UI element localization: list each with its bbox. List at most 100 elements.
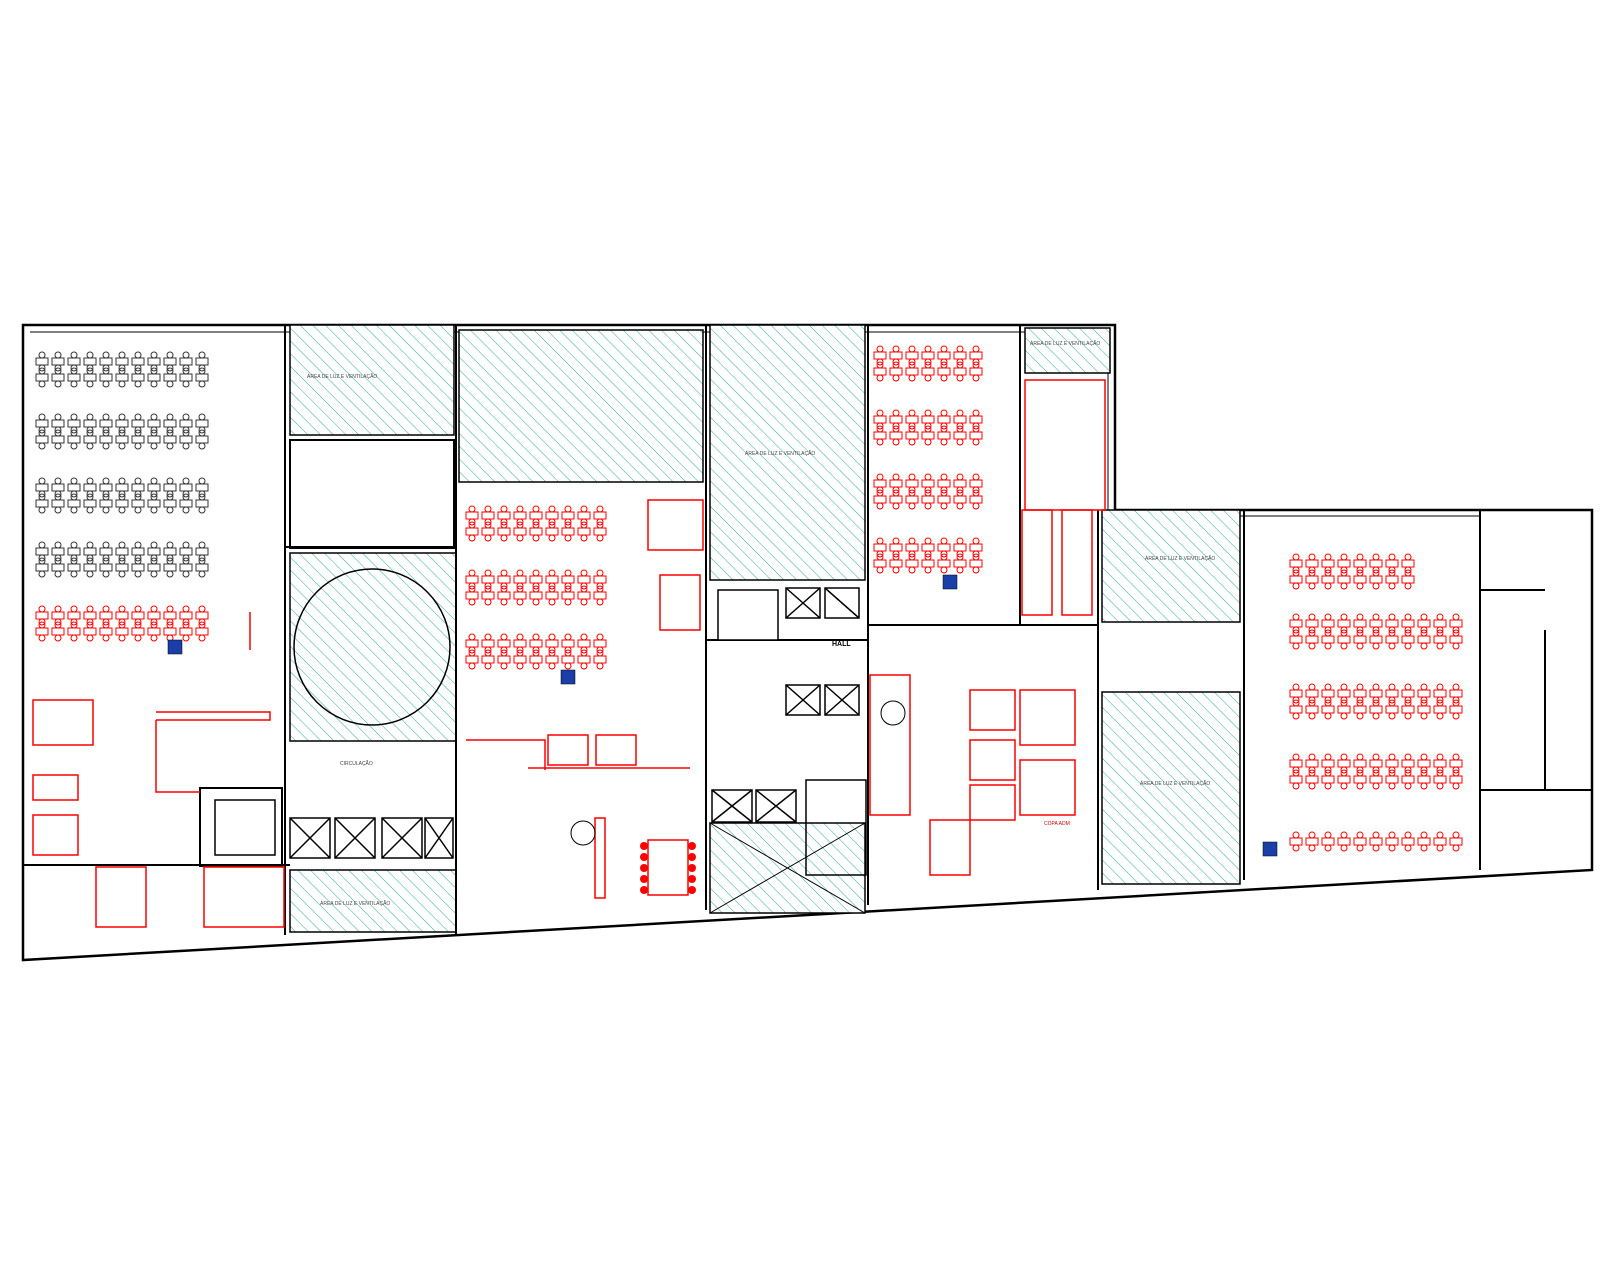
chair bbox=[1436, 782, 1444, 790]
chair bbox=[924, 566, 932, 574]
chair bbox=[500, 569, 508, 577]
chair bbox=[924, 361, 932, 369]
chair bbox=[198, 541, 206, 549]
chair bbox=[468, 646, 476, 654]
chair bbox=[580, 633, 588, 641]
chair bbox=[70, 364, 78, 372]
chair bbox=[86, 570, 94, 578]
chair bbox=[1372, 642, 1380, 650]
chair bbox=[1324, 626, 1332, 634]
chair bbox=[532, 662, 540, 670]
chair bbox=[1292, 699, 1300, 707]
chair bbox=[38, 541, 46, 549]
chair bbox=[86, 493, 94, 501]
chair bbox=[876, 489, 884, 497]
label-shaft-2: ÁREA DE LUZ E VENTILAÇÃO bbox=[745, 450, 815, 457]
chair bbox=[1404, 569, 1412, 577]
chair bbox=[468, 633, 476, 641]
chair bbox=[102, 380, 110, 388]
chair bbox=[1308, 683, 1316, 691]
chair bbox=[86, 634, 94, 642]
chair bbox=[38, 490, 46, 498]
chair bbox=[1452, 831, 1460, 839]
chair bbox=[892, 553, 900, 561]
chair bbox=[166, 380, 174, 388]
chair bbox=[532, 518, 540, 526]
chair bbox=[892, 345, 900, 353]
chair bbox=[972, 422, 980, 430]
chair bbox=[956, 422, 964, 430]
chair bbox=[876, 358, 884, 366]
chair bbox=[1292, 629, 1300, 637]
chair bbox=[182, 490, 190, 498]
chair bbox=[38, 442, 46, 450]
label-copa-adm: COPA ADM bbox=[1044, 821, 1070, 827]
chair bbox=[1340, 699, 1348, 707]
chair bbox=[924, 553, 932, 561]
chair bbox=[972, 425, 980, 433]
chair bbox=[1308, 629, 1316, 637]
chair bbox=[876, 345, 884, 353]
chair bbox=[892, 537, 900, 545]
chair bbox=[1356, 769, 1364, 777]
chair bbox=[1340, 831, 1348, 839]
ventilation-shafts bbox=[289, 324, 1241, 933]
chair bbox=[54, 490, 62, 498]
chair bbox=[564, 518, 572, 526]
chair bbox=[956, 566, 964, 574]
chair bbox=[118, 541, 126, 549]
chair bbox=[118, 490, 126, 498]
chair bbox=[908, 409, 916, 417]
chair bbox=[198, 570, 206, 578]
chair bbox=[70, 557, 78, 565]
chair bbox=[500, 633, 508, 641]
conference-chair bbox=[688, 842, 696, 850]
chair bbox=[134, 570, 142, 578]
chair bbox=[150, 490, 158, 498]
chair bbox=[70, 426, 78, 434]
chair bbox=[1404, 769, 1412, 777]
chair bbox=[1356, 642, 1364, 650]
chair bbox=[1356, 699, 1364, 707]
chair bbox=[54, 506, 62, 514]
chair bbox=[1324, 553, 1332, 561]
chair bbox=[134, 621, 142, 629]
conference-chair bbox=[640, 842, 648, 850]
chair bbox=[596, 505, 604, 513]
chair bbox=[102, 570, 110, 578]
chair bbox=[1340, 712, 1348, 720]
chair bbox=[102, 477, 110, 485]
chair bbox=[1308, 753, 1316, 761]
chair bbox=[596, 582, 604, 590]
chair bbox=[1436, 699, 1444, 707]
chair bbox=[1324, 782, 1332, 790]
chair bbox=[1324, 753, 1332, 761]
chair bbox=[1420, 626, 1428, 634]
chair bbox=[1292, 642, 1300, 650]
chair bbox=[1292, 683, 1300, 691]
chair bbox=[1308, 712, 1316, 720]
chair bbox=[956, 409, 964, 417]
chair bbox=[532, 521, 540, 529]
chair bbox=[54, 621, 62, 629]
chair bbox=[1404, 582, 1412, 590]
chair bbox=[54, 429, 62, 437]
chair bbox=[596, 534, 604, 542]
chair bbox=[134, 634, 142, 642]
chair bbox=[38, 413, 46, 421]
furniture-layer bbox=[35, 345, 1463, 894]
chair bbox=[198, 621, 206, 629]
chair bbox=[940, 358, 948, 366]
chair bbox=[548, 633, 556, 641]
chair bbox=[1356, 696, 1364, 704]
chair bbox=[38, 493, 46, 501]
chair bbox=[102, 554, 110, 562]
chair bbox=[924, 358, 932, 366]
chair bbox=[1420, 753, 1428, 761]
chair bbox=[564, 505, 572, 513]
chair bbox=[1388, 844, 1396, 852]
chair bbox=[102, 364, 110, 372]
chair bbox=[892, 486, 900, 494]
chair bbox=[1436, 844, 1444, 852]
chair bbox=[1372, 569, 1380, 577]
